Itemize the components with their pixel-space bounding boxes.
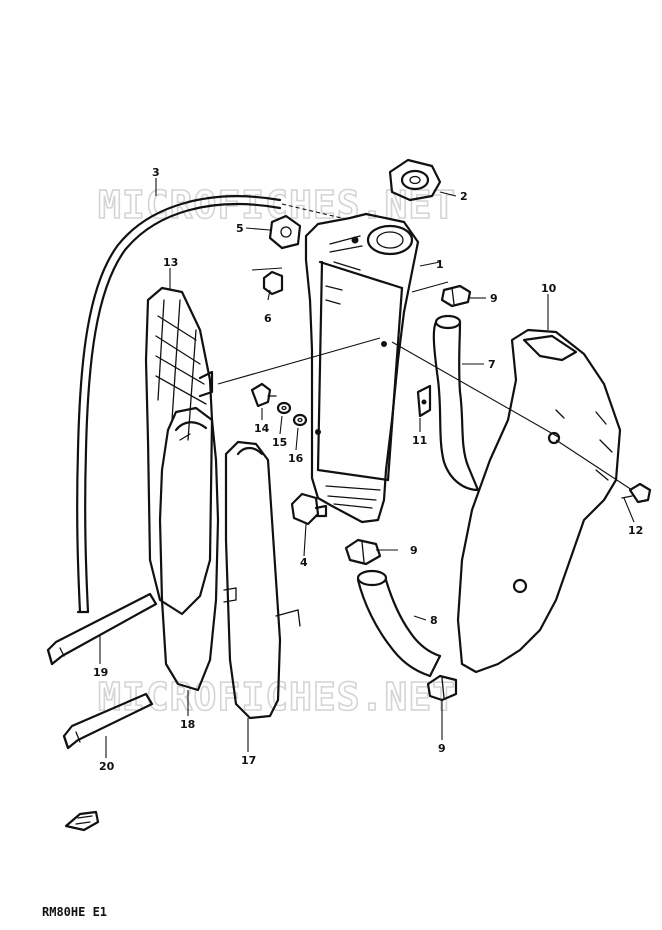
callout-1: 1 [436,258,444,271]
cover-bolt [621,482,652,504]
callout-9-middle: 9 [410,544,418,557]
bolt-14 [250,382,277,408]
front-direction-arrow-icon [64,810,100,832]
mounting-rubber-collar [262,270,284,296]
band-strap-19 [46,592,158,666]
callout-19: 19 [93,666,108,679]
callout-6: 6 [264,312,272,325]
radiator-bracket [416,384,432,418]
mounting-rubber-upper [268,214,302,250]
diagram-code: RM80HE E1 [42,905,107,919]
callout-7: 7 [488,358,496,371]
callout-9-upper: 9 [490,292,498,305]
callout-20: 20 [99,760,115,773]
callout-10: 10 [541,282,557,295]
overflow-hose [76,195,282,614]
watermark-bottom: MICROFICHES.NET [98,675,456,719]
drain-bolt [290,492,328,526]
callout-5: 5 [236,222,244,235]
band-strap-20 [62,692,154,750]
callout-8: 8 [430,614,438,627]
washer-15 [276,401,292,415]
callout-17: 17 [241,754,256,767]
callout-16: 16 [288,452,304,465]
callout-2: 2 [460,190,468,203]
callout-11: 11 [412,434,427,447]
callout-14: 14 [254,422,270,435]
lower-hose [356,569,442,678]
washer-16 [292,413,308,427]
callout-labels: 1 2 3 4 5 6 7 8 9 9 9 10 11 12 13 14 15 … [93,166,643,773]
hose-clamp-middle [344,538,382,566]
shroud-inner-panel [158,406,220,692]
hose-clamp-lower [426,674,458,702]
callout-4: 4 [300,556,308,569]
hose-clamp-upper [440,284,472,308]
upper-hose [432,314,480,492]
callout-12: 12 [628,524,643,537]
radiator-cap [388,158,442,202]
shroud-outer-panel [223,440,301,720]
callout-18: 18 [180,718,195,731]
callout-13: 13 [163,256,178,269]
radiator-guard [144,286,214,616]
callout-9-lower: 9 [438,742,446,755]
radiator [304,212,420,524]
leader-lines [99,178,635,758]
alignment-lines [217,203,633,491]
radiator-cover [456,328,622,674]
callout-15: 15 [272,436,287,449]
callout-3: 3 [152,166,160,179]
